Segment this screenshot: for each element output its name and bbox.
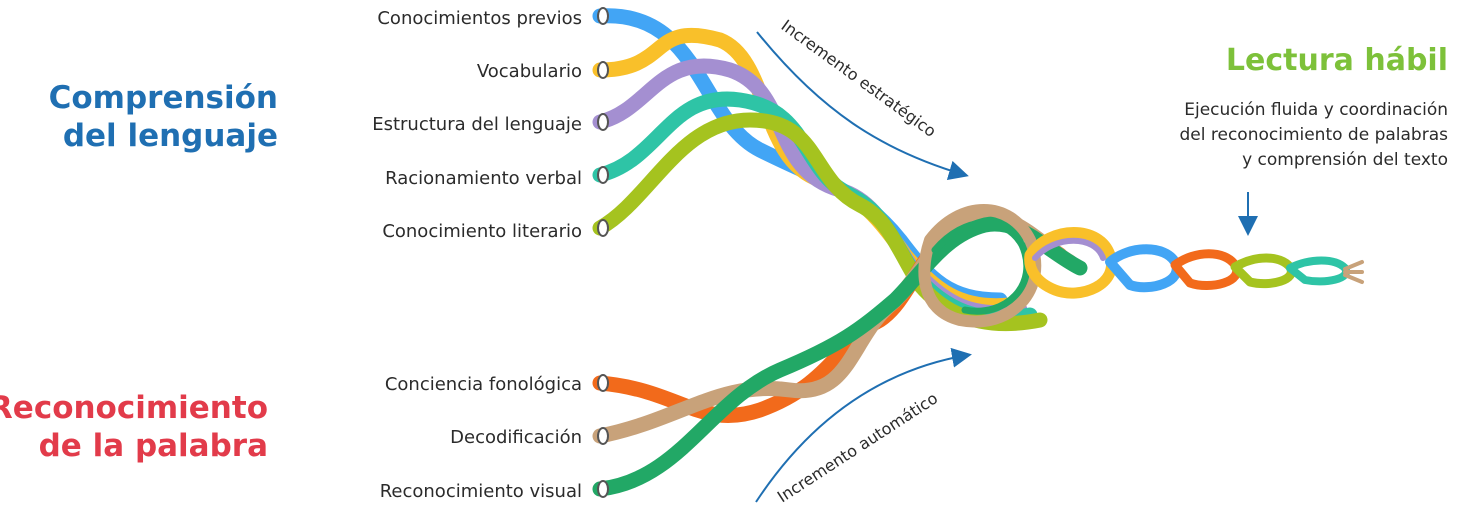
strand-label-vocabulario: Vocabulario: [477, 61, 582, 82]
skilled-reading-title: Lectura hábil: [1226, 43, 1448, 78]
strategic-increase-arrow: [756, 31, 969, 181]
strand-label-reconocimiento-visual: Reconocimiento visual: [380, 481, 582, 502]
top-strands: [592, 8, 1048, 332]
strand-label-conocimiento-literario: Conocimiento literario: [382, 221, 582, 242]
skilled-reading-desc-line3: y comprensión del texto: [1242, 150, 1448, 170]
word-heading-line2: de la palabra: [39, 428, 268, 464]
automatic-increase-arrow: [755, 347, 972, 503]
language-heading-line2: del lenguaje: [63, 118, 278, 154]
braided-rope: [918, 204, 1364, 328]
strand-caps: [597, 7, 609, 498]
strand-label-estructura: Estructura del lenguaje: [372, 114, 582, 135]
strand-label-racionamiento: Racionamiento verbal: [385, 168, 582, 189]
strand-label-decodificacion: Decodificación: [450, 427, 582, 448]
skilled-reading-desc-line2: del reconocimiento de palabras: [1180, 125, 1449, 145]
strategic-increase-label: Incremento estratégico: [778, 16, 940, 141]
skilled-reading-desc-line1: Ejecución fluida y coordinación: [1184, 100, 1448, 120]
strand-estructura-lenguaje: [592, 58, 1028, 321]
language-heading-line1: Comprensión: [49, 80, 278, 116]
strand-label-conciencia-fonologica: Conciencia fonológica: [385, 374, 582, 395]
strand-label-conocimientos-previos: Conocimientos previos: [377, 8, 582, 29]
word-heading-line1: Reconocimiento: [0, 390, 268, 426]
